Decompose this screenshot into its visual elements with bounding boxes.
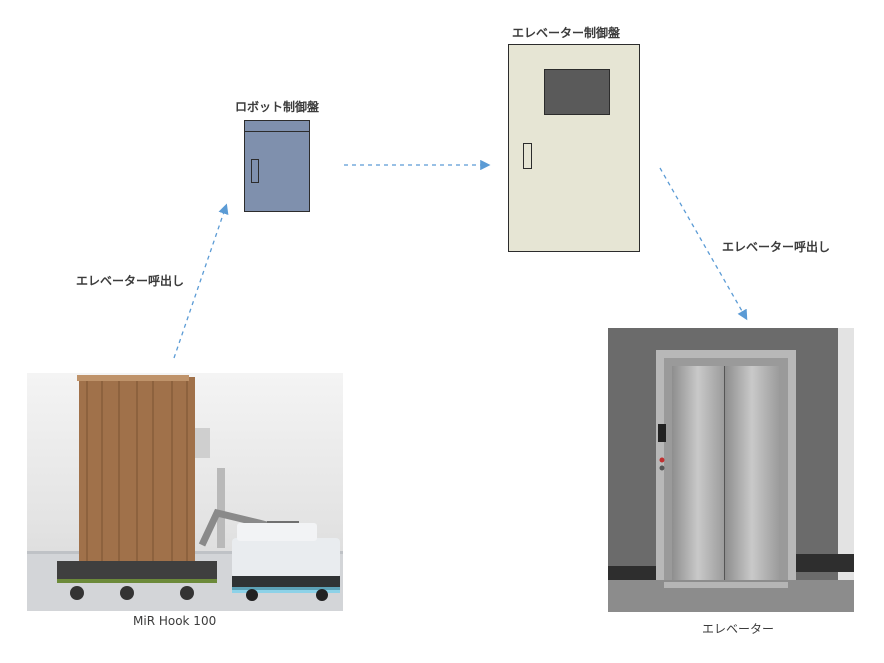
mobile-robot-with-cart-photo-icon (27, 375, 343, 611)
robot-photo-caption: MiR Hook 100 (133, 614, 217, 628)
elevator-photo-caption: エレベーター (702, 622, 775, 636)
elevator-call-label-right: エレベーター呼出し (722, 240, 831, 254)
elevator-doors-photo-icon (608, 328, 854, 612)
elevator-panel-screen (544, 69, 610, 115)
elevator-photo (608, 328, 854, 612)
elevator-control-panel (508, 44, 640, 252)
robot-photo (27, 373, 343, 611)
robot-panel-handle (251, 159, 259, 183)
elevator-panel-label: エレベーター制御盤 (512, 26, 621, 40)
elevator-call-label-left: エレベーター呼出し (76, 274, 185, 288)
robot-panel-label: ロボット制御盤 (235, 100, 320, 114)
arrow-robot-to-robot-panel (173, 203, 229, 359)
robot-panel-top-strip (245, 121, 309, 132)
elevator-panel-handle (523, 143, 532, 169)
robot-control-panel (244, 120, 310, 212)
arrow-elevator-panel-to-elevator (659, 167, 748, 321)
